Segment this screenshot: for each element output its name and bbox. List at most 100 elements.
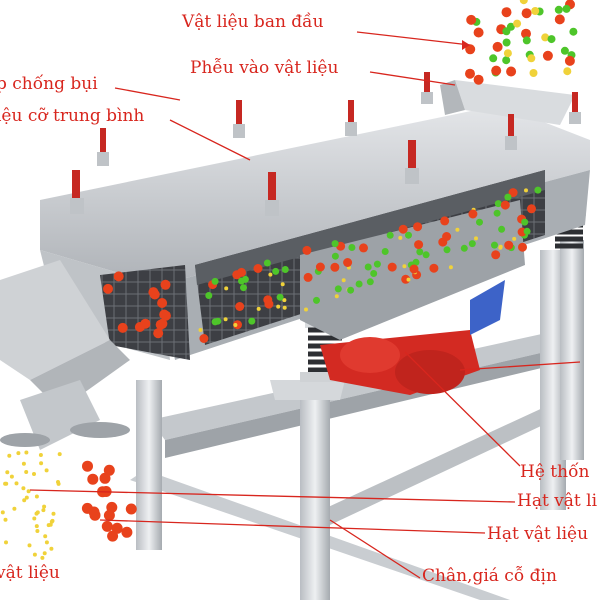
deck-particle [334, 294, 339, 299]
deck-particle [331, 252, 339, 260]
chute-particle [140, 318, 151, 329]
deck-particle [302, 245, 312, 255]
feed-particle [563, 67, 572, 76]
outlet-fine-particle [35, 529, 40, 533]
feed-particle [502, 56, 511, 65]
outlet-fine-particle [27, 543, 32, 548]
deck-particle [366, 278, 374, 286]
deck-particle [240, 284, 247, 292]
deck-particle [268, 272, 273, 277]
deck-particle [205, 292, 213, 299]
feed-particle [560, 46, 569, 55]
deck-particle [455, 227, 460, 232]
outlet-large-particle [82, 460, 93, 472]
deck-particle [341, 278, 346, 283]
outlet-fine-particle [14, 481, 19, 486]
deck-particle [211, 318, 219, 326]
vibration-motor [320, 280, 505, 395]
outlet-fine-particle [44, 468, 49, 473]
label-material-outlet: vật liệu [0, 563, 60, 583]
feed-particle [465, 44, 476, 55]
leader-lines [29, 31, 581, 579]
outlet-fine-particle [39, 461, 44, 466]
deck-particle [331, 240, 339, 248]
deck-particle [413, 222, 423, 232]
outlet-fine-particle [34, 494, 39, 499]
feed-particle [521, 28, 531, 39]
feed-particle [502, 38, 511, 47]
deck-particle [347, 286, 355, 294]
outlet-large-particle [103, 509, 115, 521]
deck-particle [429, 263, 439, 273]
outlet-fine-particle [3, 517, 8, 522]
outlet-large-particle [101, 520, 113, 532]
outlet-large-particle [125, 503, 137, 515]
outlet-fine-particle [44, 540, 49, 545]
feed-particle [465, 68, 475, 79]
deck-particle [406, 277, 411, 282]
label-particle-1: Hạt vật li [517, 491, 598, 511]
feed-particle [506, 66, 517, 77]
deck-particle [414, 240, 424, 250]
deck-particle [364, 263, 372, 271]
outlet-large-particle [111, 522, 123, 534]
feed-particle [554, 14, 565, 25]
feed-particle [541, 33, 550, 42]
outlet-fine-particle [32, 472, 36, 476]
chute-particle [160, 279, 171, 290]
outlet-fine-particle [56, 481, 61, 486]
deck-particle [387, 262, 397, 272]
feed-particle [529, 69, 538, 77]
outlet-fine-particle [24, 470, 29, 474]
chute-particle [117, 322, 128, 333]
feed-particle [527, 54, 536, 63]
deck-particle [398, 235, 403, 240]
outlet-fine-particle [5, 470, 10, 475]
chute-particle [157, 298, 168, 308]
deck-particle [518, 242, 527, 252]
deck-particle [303, 272, 313, 282]
deck-particle [508, 188, 518, 198]
deck-particle [263, 259, 271, 267]
outlet-fine-particle [4, 540, 8, 545]
outlet-large-particle [89, 509, 101, 521]
deck-particle [348, 244, 356, 251]
outlet-fine-particle [12, 506, 17, 511]
deck-particle [235, 302, 245, 311]
deck-particle [276, 304, 281, 309]
feed-particle [473, 74, 484, 85]
deck-particle [443, 246, 451, 254]
deck-particle [224, 286, 229, 291]
deck-particle [282, 305, 287, 310]
feed-particle [519, 0, 528, 5]
feed-particle [569, 27, 578, 36]
outlet-fine-particle [24, 495, 29, 500]
deck-particle [281, 266, 289, 273]
feed-particle [502, 27, 511, 36]
support-stand [130, 240, 584, 600]
clamp-handles [70, 72, 581, 216]
deck-particle [198, 328, 203, 332]
deck-particle [313, 296, 320, 304]
deck-particle [386, 231, 394, 239]
outlet-fine-particle [49, 519, 54, 524]
deck-particle [523, 227, 531, 235]
outlet-fine-particle [22, 498, 27, 503]
feed-particle [466, 14, 477, 25]
feed-particle [521, 8, 532, 19]
deck-particle [521, 218, 529, 226]
outlet-fine-particle [9, 474, 14, 479]
deck-particle [524, 188, 528, 193]
outlet-fine-particle [3, 481, 8, 486]
chute-particle [159, 309, 170, 320]
deck-particle [315, 262, 325, 272]
deck-particle [494, 200, 502, 208]
feed-particle [542, 50, 553, 61]
deck-particle [253, 264, 263, 273]
deck-particle [474, 236, 478, 241]
feed-particle [501, 7, 512, 18]
deck-particle [402, 264, 407, 269]
outlet-fine-particle [41, 508, 46, 513]
outlet-fine-particle [48, 522, 53, 527]
outlet-large-particle [103, 464, 115, 476]
